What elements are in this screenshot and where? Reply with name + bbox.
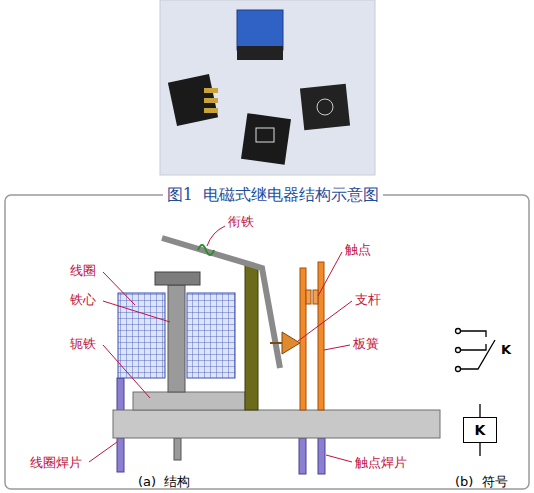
part-label: 触点 <box>345 242 371 258</box>
symbol-letter: K <box>501 342 511 358</box>
part-label: 线圈 <box>70 263 96 279</box>
figure-title: 图1 电磁式继电器结构示意图 <box>163 185 383 205</box>
symbol-letter: K <box>467 419 494 441</box>
relay-structure <box>113 238 440 474</box>
part-label: 触点焊片 <box>355 455 407 471</box>
part-label: 支杆 <box>355 292 381 308</box>
part-label: 轭铁 <box>70 336 96 352</box>
part-label: 衔铁 <box>228 214 254 230</box>
part-label: 板簧 <box>353 336 379 352</box>
figure-frame <box>5 195 529 489</box>
subfigure-caption: (b) 符号 <box>455 474 508 490</box>
part-label: 铁心 <box>70 292 96 308</box>
part-label: 线圈焊片 <box>30 455 82 471</box>
leader-lines <box>89 226 352 462</box>
relay-photo <box>160 0 375 175</box>
relay-coil-box: K <box>463 417 497 443</box>
subfigure-caption: (a) 结构 <box>138 474 190 490</box>
